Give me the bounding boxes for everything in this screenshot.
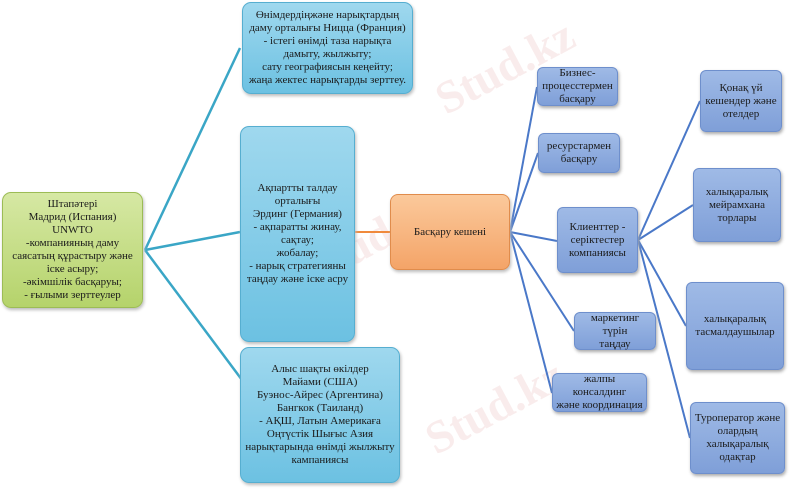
consulting-box: жалпы консалдинг және координация [552, 373, 647, 412]
headquarters-box: Штапәтері Мадрид (Испания) UNWTO -компан… [2, 192, 143, 308]
clients-partners-box: Клиенттер - серіктестер компаниясы [557, 207, 638, 273]
analysis-center-box: Ақпартты талдау орталығы Эрдинг (Германи… [240, 126, 355, 342]
product-market-center-box: Өнімдердіңжәне нарықтардың даму орталығы… [242, 2, 413, 94]
business-process-box: Бизнес- процесстермен басқару [537, 67, 618, 106]
management-complex-box: Басқару кешені [390, 194, 510, 270]
hotels-box: Қонақ үй кешендер және отелдер [700, 70, 782, 132]
tour-operators-box: Туроператор және олардың халықаралық ода… [690, 402, 785, 474]
resources-box: ресурстармен басқару [538, 133, 620, 173]
carriers-box: халықаралық тасмалдаушылар [686, 282, 784, 370]
marketing-type-box: маркетинг түрін таңдау [574, 312, 656, 350]
remote-representatives-box: Алыс шақты өкілдер Майами (США) Буэнос-А… [240, 347, 400, 483]
restaurants-box: халықаралық мейрамхана торлары [693, 168, 781, 242]
